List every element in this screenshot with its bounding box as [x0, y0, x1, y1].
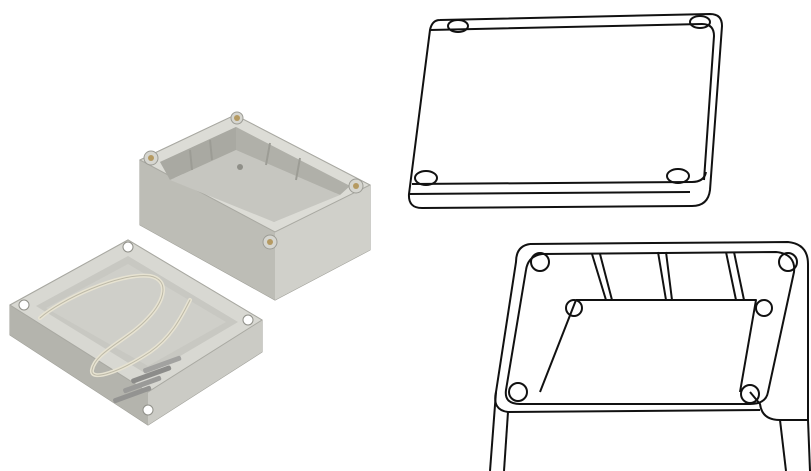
enclosure-line-drawing: [407, 13, 811, 471]
lid-line-drawing: [407, 13, 723, 209]
enclosure-photo: [9, 111, 372, 426]
enclosure-lid-photo: [9, 239, 263, 426]
photo-panel: [0, 0, 400, 471]
gasket-cord: [38, 273, 192, 378]
enclosure-box-photo: [138, 111, 372, 301]
screw-icon: [113, 355, 182, 404]
line-drawing-panel: [400, 0, 811, 471]
box-line-drawing: [489, 241, 811, 471]
